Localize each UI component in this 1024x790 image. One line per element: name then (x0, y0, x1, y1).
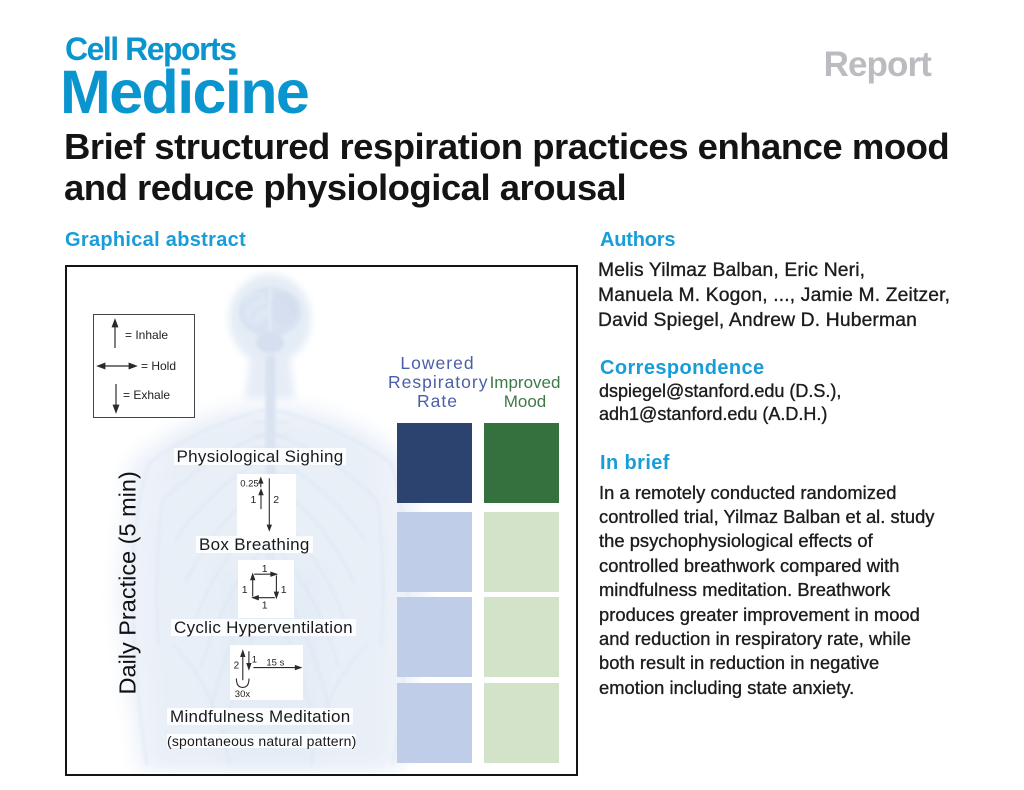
svg-text:1: 1 (262, 564, 268, 575)
svg-text:1: 1 (281, 585, 287, 596)
svg-text:15 s: 15 s (266, 657, 284, 668)
svg-text:1: 1 (252, 654, 257, 665)
svg-text:1: 1 (262, 601, 268, 612)
svg-text:1: 1 (251, 494, 257, 506)
svg-text:0.25: 0.25 (241, 478, 260, 489)
svg-text:30x: 30x (235, 689, 251, 700)
svg-text:2: 2 (233, 660, 239, 671)
svg-text:1: 1 (242, 585, 248, 596)
svg-text:2: 2 (274, 494, 280, 506)
